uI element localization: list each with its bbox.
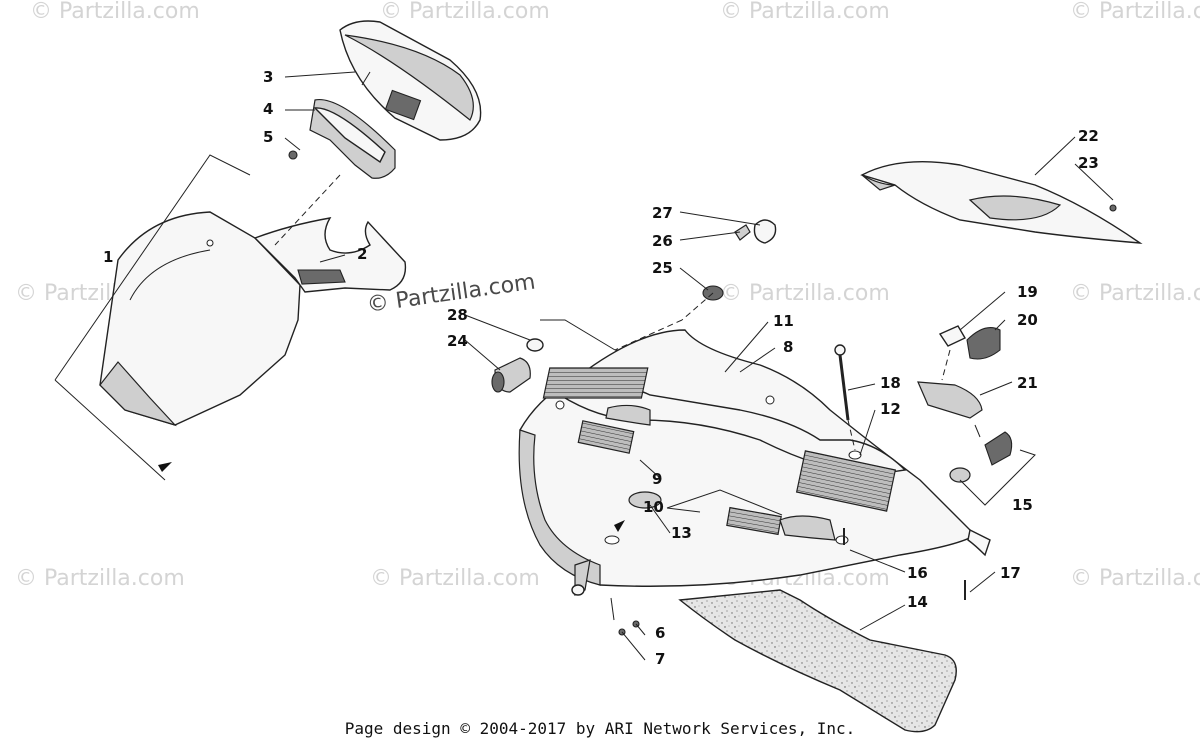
callout-14: 14	[907, 593, 928, 611]
callout-23: 23	[1078, 154, 1099, 172]
part-5-screw	[288, 150, 298, 160]
callout-28: 28	[447, 306, 468, 324]
callout-10: 10	[643, 498, 664, 516]
footer-copyright: Page design © 2004-2017 by ARI Network S…	[344, 719, 856, 738]
callout-24: 24	[447, 332, 468, 350]
callout-4: 4	[263, 100, 273, 118]
part-19-20-21-switch	[917, 325, 1001, 438]
part-4-gauge-bracket	[309, 98, 396, 179]
callout-8: 8	[783, 338, 793, 356]
callout-13: 13	[671, 524, 692, 542]
part-24-28-switch	[491, 319, 616, 393]
callout-22: 22	[1078, 127, 1099, 145]
watermark: © Partzilla.com	[1070, 566, 1200, 591]
watermark: © Partzilla.com	[15, 566, 185, 591]
callout-9: 9	[652, 470, 662, 488]
callout-16: 16	[907, 564, 928, 582]
part-16-17-screws	[843, 528, 966, 600]
callout-11: 11	[773, 312, 794, 330]
callout-15: 15	[1012, 496, 1033, 514]
callout-27: 27	[652, 204, 673, 222]
part-3-gauge-housing	[339, 20, 482, 141]
watermark: © Partzilla.com	[1070, 281, 1200, 306]
watermark: © Partzilla.com	[380, 0, 550, 24]
callout-12: 12	[880, 400, 901, 418]
part-6-7-screws	[610, 597, 640, 636]
callout-1: 1	[103, 248, 113, 266]
part-15-fitting	[949, 431, 1036, 506]
callout-19: 19	[1017, 283, 1038, 301]
callout-5: 5	[263, 128, 273, 146]
watermark: © Partzilla.com	[720, 0, 890, 24]
callout-18: 18	[880, 374, 901, 392]
callout-3: 3	[263, 68, 273, 86]
leader-lines	[284, 71, 1114, 661]
callout-25: 25	[652, 259, 673, 277]
callout-20: 20	[1017, 311, 1038, 329]
callout-7: 7	[655, 650, 665, 668]
callout-labels: 1 2 3 4 5 6 7 8 9 10 11 12 13 14 15 16 1…	[103, 68, 1099, 668]
part-18-bolt	[834, 344, 856, 451]
part-14-foam-pad	[678, 589, 957, 733]
watermark: © Partzilla.com	[370, 566, 540, 591]
callout-2: 2	[357, 245, 367, 263]
callout-17: 17	[1000, 564, 1021, 582]
callout-6: 6	[655, 624, 665, 642]
callout-21: 21	[1017, 374, 1038, 392]
watermark: © Partzilla.com	[1070, 0, 1200, 24]
callout-26: 26	[652, 232, 673, 250]
part-22-cover	[860, 160, 1143, 244]
watermark: © Partzilla.com	[30, 0, 200, 24]
part-1-front-shield	[54, 154, 301, 481]
part-8-hood	[518, 329, 991, 596]
part-2-bracket	[253, 217, 407, 293]
watermark: © Partzilla.com	[720, 281, 890, 306]
